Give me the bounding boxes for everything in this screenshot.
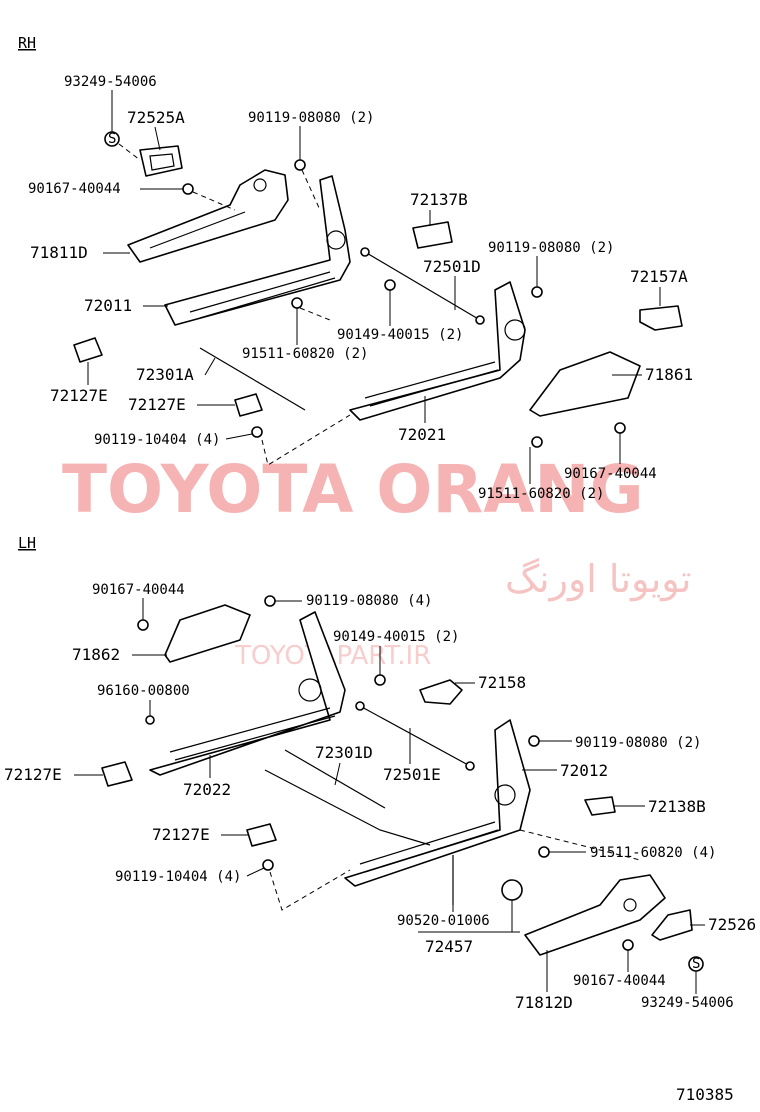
label-rh-90119-08080-a: 90119-08080 (2) [248, 110, 374, 126]
label-lh-72022: 72022 [183, 780, 231, 799]
label-rh-71861: 71861 [645, 365, 693, 384]
watermark-persian: تویوتا اورنگ [505, 557, 692, 602]
section-lh-label: LH [18, 534, 36, 552]
lh-knob-72457 [501, 879, 523, 901]
label-lh-90119-08080-a: 90119-08080 (4) [306, 593, 432, 609]
label-lh-90119-10404: 90119-10404 (4) [115, 869, 241, 885]
section-rh-label: RH [18, 34, 36, 52]
label-lh-90167-40044-a: 90167-40044 [92, 582, 185, 598]
label-rh-91511-60820-b: 91511-60820 (2) [478, 486, 604, 502]
label-rh-90119-08080-b: 90119-08080 (2) [488, 240, 614, 256]
rh-cover-71861 [529, 351, 641, 417]
label-lh-72301d: 72301D [315, 743, 373, 762]
label-lh-91511-60820: 91511-60820 (4) [590, 845, 716, 861]
lh-track-72022 [149, 611, 346, 776]
rh-block-72137b [412, 221, 453, 249]
label-rh-72127e-a: 72127E [50, 386, 108, 405]
label-lh-71812d: 71812D [515, 993, 573, 1012]
label-rh-90119-10404: 90119-10404 (4) [94, 432, 220, 448]
label-rh-72127e-b: 72127E [128, 395, 186, 414]
label-rh-93249-54006: 93249-54006 [64, 74, 157, 90]
rh-labels: 93249-54006 72525A 90119-08080 (2) 90167… [28, 74, 693, 502]
label-rh-71811d: 71811D [30, 243, 88, 262]
label-rh-72021: 72021 [398, 425, 446, 444]
label-rh-72501d: 72501D [423, 257, 481, 276]
lh-labels: 90167-40044 90119-08080 (4) 90149-40015 … [4, 582, 756, 1012]
lh-pad-72127e-b [246, 823, 277, 847]
lh-parts: S [101, 595, 704, 972]
lh-cover-71812d [524, 874, 666, 956]
label-lh-90167-40044-b: 90167-40044 [573, 973, 666, 989]
label-rh-72011: 72011 [84, 296, 132, 315]
label-lh-90149-40015: 90149-40015 (2) [333, 629, 459, 645]
rh-knob-72525a [139, 145, 183, 177]
label-lh-96160-00800: 96160-00800 [97, 683, 190, 699]
label-lh-93249-54006: 93249-54006 [641, 995, 734, 1011]
svg-text:S: S [108, 131, 116, 147]
rh-bracket-72157a [639, 305, 683, 331]
label-rh-72137b: 72137B [410, 190, 468, 209]
diagram-code: 710385 [676, 1085, 734, 1104]
label-lh-90119-08080-b: 90119-08080 (2) [575, 735, 701, 751]
label-lh-72138b: 72138B [648, 797, 706, 816]
label-lh-71862: 71862 [72, 645, 120, 664]
rh-cover-71811d [127, 169, 289, 263]
label-rh-91511-60820-a: 91511-60820 (2) [242, 346, 368, 362]
label-lh-90520-01006: 90520-01006 [397, 913, 490, 929]
lh-bracket-72158 [419, 679, 463, 705]
rh-pad-72127e-a [73, 337, 103, 363]
lh-pad-72127e-a [101, 761, 133, 787]
label-lh-72127e-b: 72127E [152, 825, 210, 844]
label-rh-72157a: 72157A [630, 267, 688, 286]
rh-parts: S [73, 131, 683, 466]
label-rh-90167-40044-a: 90167-40044 [28, 181, 121, 197]
lh-cover-71862 [164, 604, 251, 663]
lh-knob-72526 [651, 909, 693, 941]
watermark-main: TOYOTA ORANG [62, 451, 644, 528]
label-rh-90167-40044-b: 90167-40044 [564, 466, 657, 482]
rh-track-72021 [349, 281, 526, 421]
label-lh-72127e-a: 72127E [4, 765, 62, 784]
label-lh-72526: 72526 [708, 915, 756, 934]
label-rh-72301a: 72301A [136, 365, 194, 384]
rh-pad-72127e-b [234, 393, 263, 417]
label-lh-72158: 72158 [478, 673, 526, 692]
label-rh-72525a: 72525A [127, 108, 185, 127]
svg-text:S: S [692, 956, 700, 972]
lh-bracket-72138b [584, 796, 616, 816]
lh-track-72012 [344, 719, 531, 887]
label-lh-72501e: 72501E [383, 765, 441, 784]
label-rh-90149-40015: 90149-40015 (2) [337, 327, 463, 343]
label-lh-72457: 72457 [425, 937, 473, 956]
label-lh-72012: 72012 [560, 761, 608, 780]
